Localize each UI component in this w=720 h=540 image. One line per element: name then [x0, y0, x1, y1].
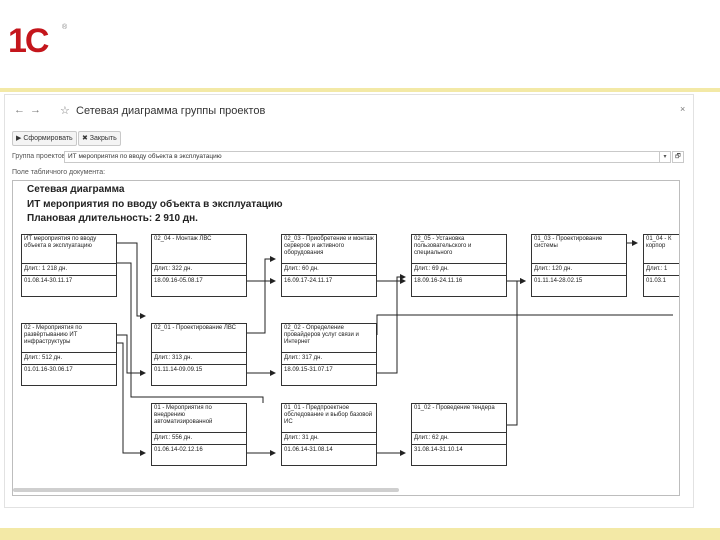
node-title: 01_02 - Проведение тендера: [412, 404, 506, 433]
node-dates: 01.06.14-31.08.14: [284, 447, 333, 453]
network-node[interactable]: 02_04 - Монтаж ЛВС Длит.: 322 дн. 18.09.…: [151, 234, 247, 297]
node-dates: 18.09.16-24.11.16: [414, 278, 463, 284]
duration-heading: Плановая длительность: 2 910 дн.: [27, 213, 198, 224]
dropdown-icon[interactable]: ▾: [659, 151, 671, 163]
generate-button[interactable]: ▶ Сформировать: [12, 131, 77, 146]
close-icon[interactable]: ×: [680, 104, 686, 114]
dependency-arrows: [117, 240, 673, 456]
registered-mark: ®: [62, 24, 68, 31]
node-dates: 18.09.15-31.07.17: [284, 367, 333, 373]
network-node[interactable]: 02 - Мероприятия по развёртыванию ИТ инф…: [21, 323, 117, 386]
slide-header: 1С ®: [0, 0, 720, 90]
project-group-label: Группа проектов:: [12, 153, 68, 160]
group-heading: ИТ мероприятия по вводу объекта в эксплу…: [27, 199, 283, 210]
project-group-field[interactable]: ИТ мероприятия по вводу объекта в эксплу…: [64, 151, 661, 163]
dependency-arrow: [117, 262, 264, 403]
dependency-arrow: [377, 274, 406, 374]
network-node[interactable]: 01_04 - К корпор Длит.: 1 01.03.1: [643, 234, 679, 297]
brand-logo: 1С: [8, 22, 49, 60]
window-title: Сетевая диаграмма группы проектов: [76, 105, 266, 117]
close-button[interactable]: ✖ Закрыть: [78, 131, 121, 146]
node-duration: Длит.: 556 дн.: [152, 433, 246, 445]
node-duration: Длит.: 62 дн.: [412, 433, 506, 445]
node-duration: Длит.: 60 дн.: [282, 264, 376, 276]
node-title: 01 - Мероприятия по внедрению автоматизи…: [152, 404, 246, 433]
node-dates: 31.08.14-31.10.14: [414, 447, 463, 453]
node-dates: 01.08.14-30.11.17: [24, 278, 73, 284]
node-dates: 01.06.14-02.12.16: [154, 447, 203, 453]
node-dates: 01.11.14-09.09.15: [154, 367, 203, 373]
spreadsheet-document[interactable]: Сетевая диаграмма ИТ мероприятия по ввод…: [12, 180, 680, 496]
dependency-arrow: [117, 334, 146, 376]
network-node[interactable]: 02_05 - Установка пользовательского и сп…: [411, 234, 507, 297]
node-dates: 16.09.17-24.11.17: [284, 278, 333, 284]
network-node[interactable]: 02_01 - Проектирование ЛВС Длит.: 313 дн…: [151, 323, 247, 386]
node-duration: Длит.: 31 дн.: [282, 433, 376, 445]
node-dates: 18.09.16-05.08.17: [154, 278, 203, 284]
node-title: 02_03 - Приобретение и монтаж серверов и…: [282, 235, 376, 264]
node-dates: 01.03.1: [646, 278, 667, 284]
dependency-arrow: [117, 242, 146, 319]
bottom-band: [0, 528, 720, 540]
node-duration: Длит.: 69 дн.: [412, 264, 506, 276]
diagram-heading: Сетевая диаграмма: [27, 184, 125, 195]
horizontal-scrollbar[interactable]: [13, 488, 399, 492]
network-node[interactable]: 01_01 - Предпроектное обследование и выб…: [281, 403, 377, 466]
node-duration: Длит.: 317 дн.: [282, 353, 376, 365]
dependency-arrow: [247, 256, 276, 334]
network-node[interactable]: 01_02 - Проведение тендера Длит.: 62 дн.…: [411, 403, 507, 466]
network-node[interactable]: 01_03 - Проектирование системы Длит.: 12…: [531, 234, 627, 297]
network-node[interactable]: ИТ мероприятия по вводу объекта в эксплу…: [21, 234, 117, 297]
node-title: 02 - Мероприятия по развёртыванию ИТ инф…: [22, 324, 116, 353]
dependency-arrow: [376, 314, 673, 335]
node-title: 01_01 - Предпроектное обследование и выб…: [282, 404, 376, 433]
node-title: 01_04 - К корпор: [644, 235, 679, 264]
top-band: [0, 88, 720, 92]
dependency-arrow: [507, 278, 526, 426]
node-title: 02_04 - Монтаж ЛВС: [152, 235, 246, 264]
node-duration: Длит.: 313 дн.: [152, 353, 246, 365]
node-title: ИТ мероприятия по вводу объекта в эксплу…: [22, 235, 116, 264]
favorite-star-icon[interactable]: ☆: [60, 105, 70, 117]
network-node[interactable]: 01 - Мероприятия по внедрению автоматизи…: [151, 403, 247, 466]
open-icon[interactable]: 🗗: [672, 151, 684, 163]
forward-arrow-icon[interactable]: →: [30, 104, 41, 116]
node-duration: Длит.: 322 дн.: [152, 264, 246, 276]
node-title: 01_03 - Проектирование системы: [532, 235, 626, 264]
node-duration: Длит.: 1: [644, 264, 679, 276]
node-title: 02_05 - Установка пользовательского и сп…: [412, 235, 506, 264]
node-title: 02_01 - Проектирование ЛВС: [152, 324, 246, 353]
node-duration: Длит.: 512 дн.: [22, 353, 116, 365]
node-duration: Длит.: 1 218 дн.: [22, 264, 116, 276]
node-duration: Длит.: 120 дн.: [532, 264, 626, 276]
network-node[interactable]: 02_02 - Определение провайдеров услуг св…: [281, 323, 377, 386]
node-title: 02_02 - Определение провайдеров услуг св…: [282, 324, 376, 353]
node-dates: 01.11.14-28.02.15: [534, 278, 583, 284]
dependency-arrow: [117, 342, 146, 456]
back-arrow-icon[interactable]: ←: [14, 104, 25, 116]
network-node[interactable]: 02_03 - Приобретение и монтаж серверов и…: [281, 234, 377, 297]
table-field-label: Поле табличного документа:: [12, 169, 106, 176]
node-dates: 01.01.16-30.06.17: [24, 367, 73, 373]
